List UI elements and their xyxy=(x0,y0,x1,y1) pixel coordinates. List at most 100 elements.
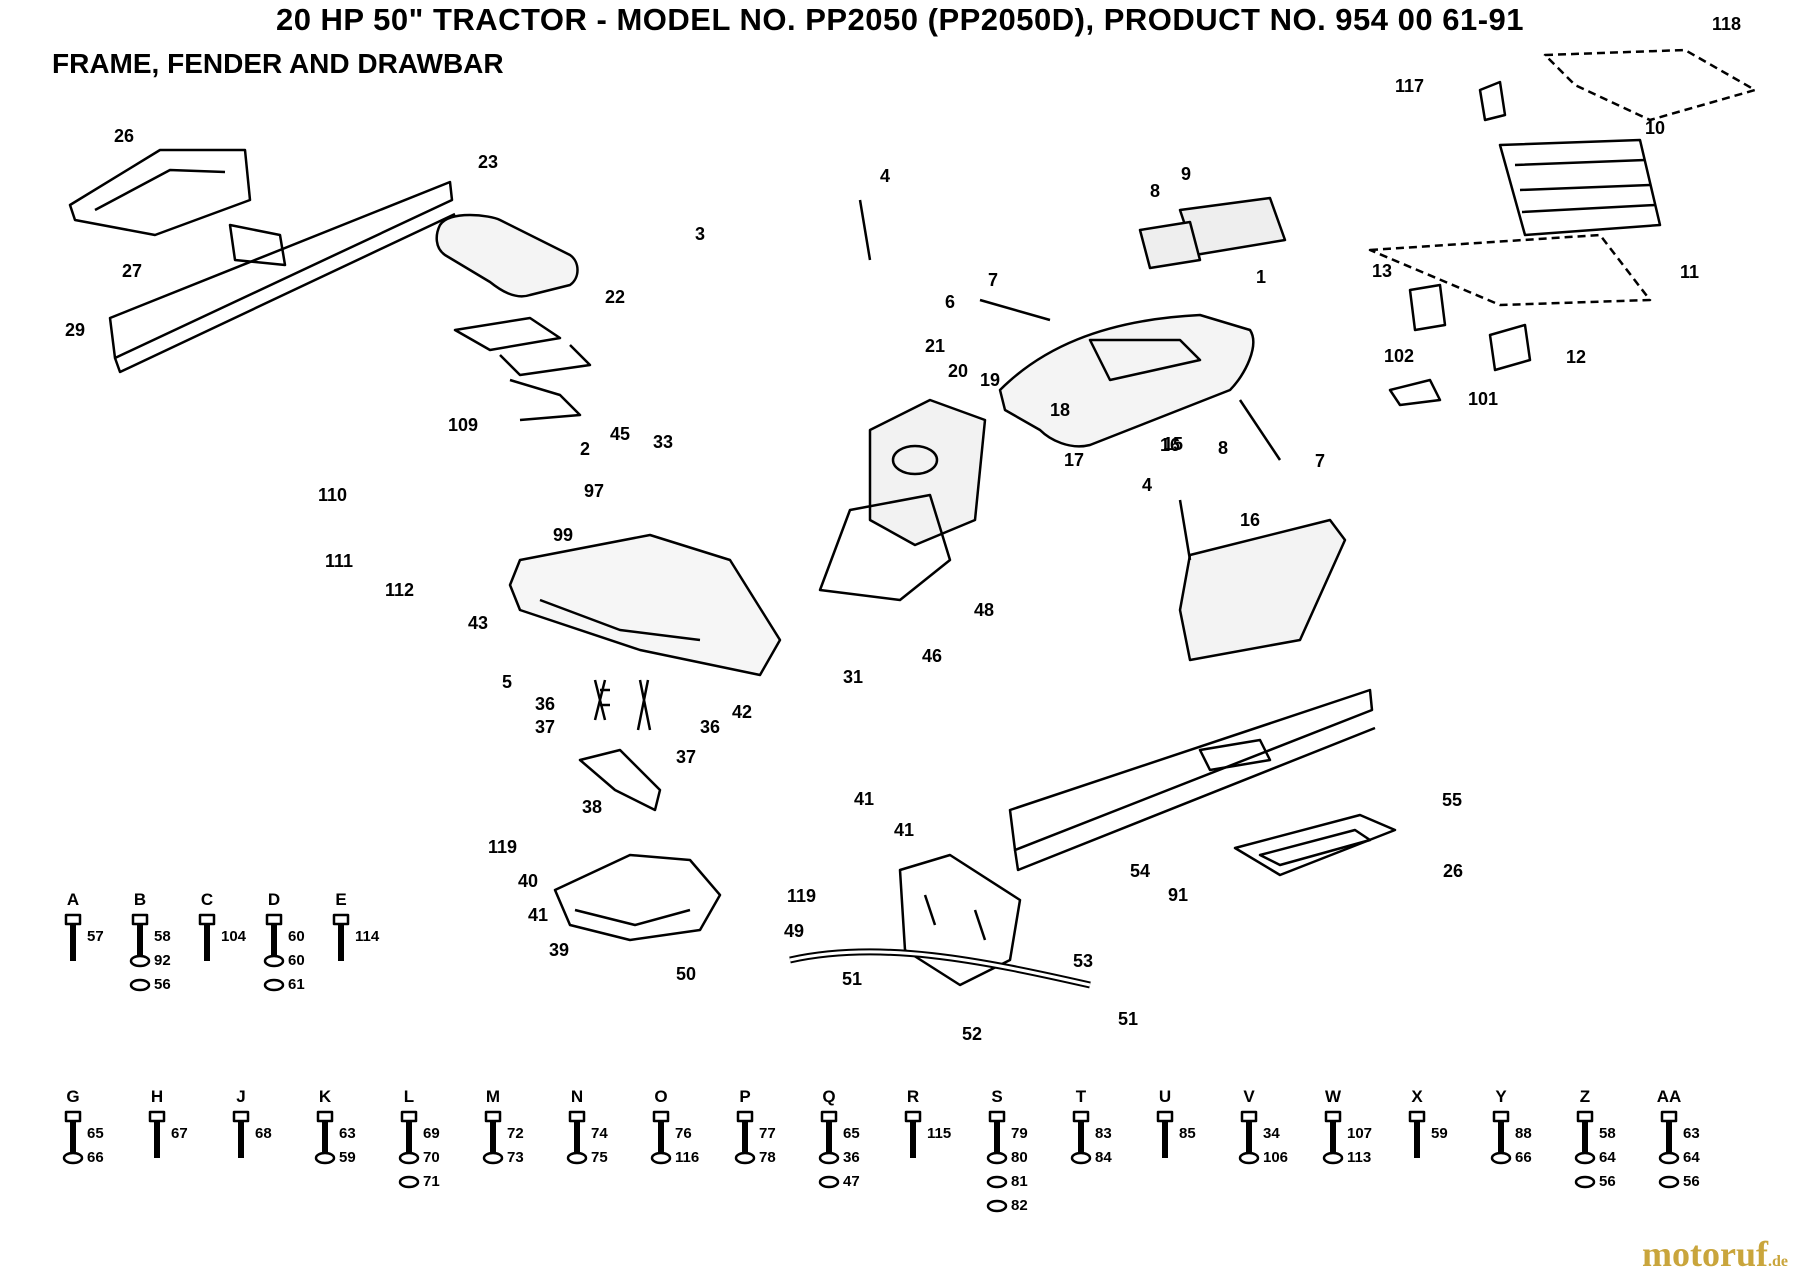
hardware-part-number: 88 xyxy=(1515,1125,1532,1142)
washer-nut xyxy=(986,1151,1008,1165)
hardware-part-number: 71 xyxy=(423,1173,440,1190)
part-frame-rail-right xyxy=(1008,688,1376,872)
part-linkage-rods xyxy=(858,199,1282,561)
callout-label: 5 xyxy=(502,672,512,692)
callout-label: 55 xyxy=(1442,790,1462,810)
washer-nut xyxy=(314,1151,336,1165)
hardware-letter: A xyxy=(67,890,79,909)
hardware-part-number: 84 xyxy=(1095,1149,1112,1166)
hardware-part-number: 78 xyxy=(759,1149,776,1166)
hardware-letter: C xyxy=(201,890,213,909)
part-frame-rail-left xyxy=(108,180,456,374)
hardware-part-number: 57 xyxy=(87,928,104,945)
hardware-part-number: 77 xyxy=(759,1125,776,1142)
washer-nut xyxy=(818,1151,840,1165)
watermark-logo: motoruf.de xyxy=(1642,1234,1788,1274)
part-hood xyxy=(998,313,1255,448)
callout-label: 48 xyxy=(974,600,994,620)
hardware-letter: T xyxy=(1076,1087,1087,1106)
callout-label: 10 xyxy=(1645,118,1665,138)
callout-label: 16 xyxy=(1160,435,1180,455)
callout-label: 12 xyxy=(1566,347,1586,367)
callout-label: 51 xyxy=(1118,1009,1138,1029)
callout-label: 26 xyxy=(114,126,134,146)
hardware-part-number: 63 xyxy=(339,1125,356,1142)
callout-label: 102 xyxy=(1384,346,1414,366)
washer-nut xyxy=(734,1151,756,1165)
washer-nut xyxy=(1322,1151,1344,1165)
bolt-head xyxy=(736,1110,754,1123)
hardware-letter: P xyxy=(739,1087,750,1106)
hardware-letter: Z xyxy=(1580,1087,1590,1106)
hardware-letter: X xyxy=(1411,1087,1423,1106)
hardware-part-number: 113 xyxy=(1347,1149,1371,1166)
part-drawbar-plate xyxy=(68,148,252,237)
hardware-part-number: 34 xyxy=(1263,1125,1280,1142)
diagram-title: 20 HP 50" TRACTOR - MODEL NO. PP2050 (PP… xyxy=(275,2,1525,37)
callout-label: 31 xyxy=(843,667,863,687)
hardware-group: A57B589256C104D606061E114G6566H67J68K635… xyxy=(62,890,1700,1214)
part-side-panel xyxy=(1178,518,1347,662)
bolt-head xyxy=(1492,1110,1510,1123)
hardware-part-number: 69 xyxy=(423,1125,440,1142)
callout-label: 2 xyxy=(580,439,590,459)
bolt-head xyxy=(198,913,216,926)
bolt-head xyxy=(1240,1110,1258,1123)
callout-label: 42 xyxy=(732,702,752,722)
callout-label: 6 xyxy=(945,292,955,312)
hardware-part-number: 68 xyxy=(255,1125,272,1142)
callout-label: 54 xyxy=(1130,861,1150,881)
hardware-part-number: 72 xyxy=(507,1125,524,1142)
bolt-head xyxy=(232,1110,250,1123)
bolt-head xyxy=(400,1110,418,1123)
hardware-part-number: 73 xyxy=(507,1149,524,1166)
hardware-part-number: 85 xyxy=(1179,1125,1196,1142)
callout-label: 40 xyxy=(518,871,538,891)
part-grille-assembly xyxy=(1498,138,1662,237)
callout-label: 50 xyxy=(676,964,696,984)
callout-label: 110 xyxy=(318,485,347,505)
callout-label: 7 xyxy=(988,270,998,290)
bolt-head xyxy=(1072,1110,1090,1123)
bolt-head xyxy=(64,913,82,926)
callout-label: 53 xyxy=(1073,951,1093,971)
washer-nut xyxy=(566,1151,588,1165)
callout-label: 37 xyxy=(676,747,696,767)
callout-label: 118 xyxy=(1712,14,1741,34)
hardware-part-number: 36 xyxy=(843,1149,860,1166)
hardware-part-number: 47 xyxy=(843,1173,860,1190)
bolt-head xyxy=(332,913,350,926)
hardware-part-number: 65 xyxy=(87,1125,104,1142)
callout-label: 41 xyxy=(894,820,914,840)
washer-nut xyxy=(1574,1151,1596,1165)
callout-label: 1 xyxy=(1256,267,1266,287)
hardware-letter: G xyxy=(66,1087,79,1106)
washer-nut xyxy=(650,1151,672,1165)
hardware-letter: U xyxy=(1159,1087,1171,1106)
hardware-part-number: 115 xyxy=(927,1125,951,1142)
callout-label: 3 xyxy=(695,224,705,244)
hardware-letter: L xyxy=(404,1087,414,1106)
callout-label: 109 xyxy=(448,415,478,435)
callout-label: 18 xyxy=(1050,400,1070,420)
callout-label: 45 xyxy=(610,424,630,444)
callout-label: 27 xyxy=(122,261,142,281)
callout-label: 101 xyxy=(1468,389,1498,409)
callout-label: 99 xyxy=(553,525,573,545)
hardware-part-number: 106 xyxy=(1263,1149,1288,1166)
callout-label: 41 xyxy=(528,905,548,925)
bolt-head xyxy=(265,913,283,926)
hardware-part-number: 83 xyxy=(1095,1125,1112,1142)
part-dash-tower xyxy=(868,398,987,547)
callout-label: 9 xyxy=(1181,164,1191,184)
washer-nut xyxy=(1658,1151,1680,1165)
callout-group: 1181171011131210110298118161517467871643… xyxy=(65,14,1741,1044)
hardware-part-number: 65 xyxy=(843,1125,860,1142)
callout-label: 38 xyxy=(582,797,602,817)
washer-nut xyxy=(129,978,151,992)
callout-label: 51 xyxy=(842,969,862,989)
callout-label: 91 xyxy=(1168,885,1188,905)
callout-label: 29 xyxy=(65,320,85,340)
part-bracket-rail xyxy=(1368,48,1757,307)
hardware-part-number: 56 xyxy=(154,976,171,993)
